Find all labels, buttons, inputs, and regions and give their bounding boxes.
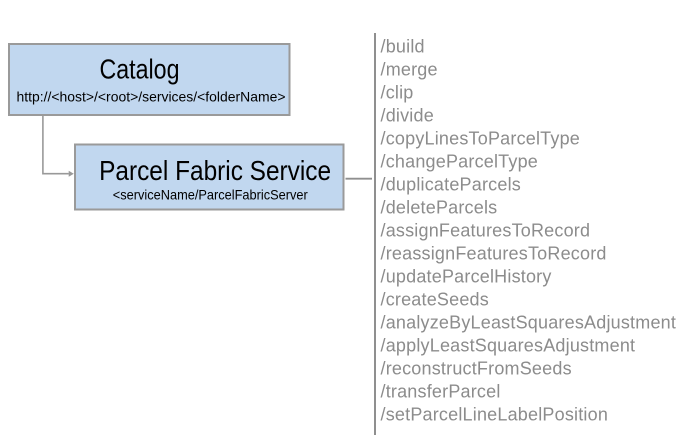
svg-text:/analyzeByLeastSquaresAdjustme: /analyzeByLeastSquaresAdjustment — [381, 313, 677, 333]
svg-text:/merge: /merge — [381, 60, 438, 80]
svg-text:/createSeeds: /createSeeds — [381, 290, 489, 310]
svg-text:Catalog: Catalog — [100, 53, 180, 84]
svg-text:/duplicateParcels: /duplicateParcels — [381, 175, 521, 195]
svg-text:/changeParcelType: /changeParcelType — [381, 152, 539, 172]
svg-text:/deleteParcels: /deleteParcels — [381, 198, 498, 218]
svg-text:/divide: /divide — [381, 106, 434, 126]
svg-text:/setParcelLineLabelPosition: /setParcelLineLabelPosition — [381, 405, 609, 425]
svg-text:/clip: /clip — [381, 83, 414, 103]
svg-text:/transferParcel: /transferParcel — [381, 382, 501, 402]
svg-text:/copyLinesToParcelType: /copyLinesToParcelType — [381, 129, 581, 149]
svg-text:/build: /build — [381, 37, 425, 57]
svg-text:http://<host>/<root>/services/: http://<host>/<root>/services/<folderNam… — [17, 88, 286, 104]
svg-text:<serviceName/ParcelFabricServe: <serviceName/ParcelFabricServer — [113, 187, 308, 203]
svg-text:/assignFeaturesToRecord: /assignFeaturesToRecord — [381, 221, 591, 241]
svg-text:/reconstructFromSeeds: /reconstructFromSeeds — [381, 359, 572, 379]
svg-text:/reassignFeaturesToRecord: /reassignFeaturesToRecord — [381, 244, 607, 264]
svg-text:/applyLeastSquaresAdjustment: /applyLeastSquaresAdjustment — [381, 336, 636, 356]
svg-text:Parcel Fabric Service: Parcel Fabric Service — [99, 155, 331, 186]
svg-text:/updateParcelHistory: /updateParcelHistory — [381, 267, 552, 287]
